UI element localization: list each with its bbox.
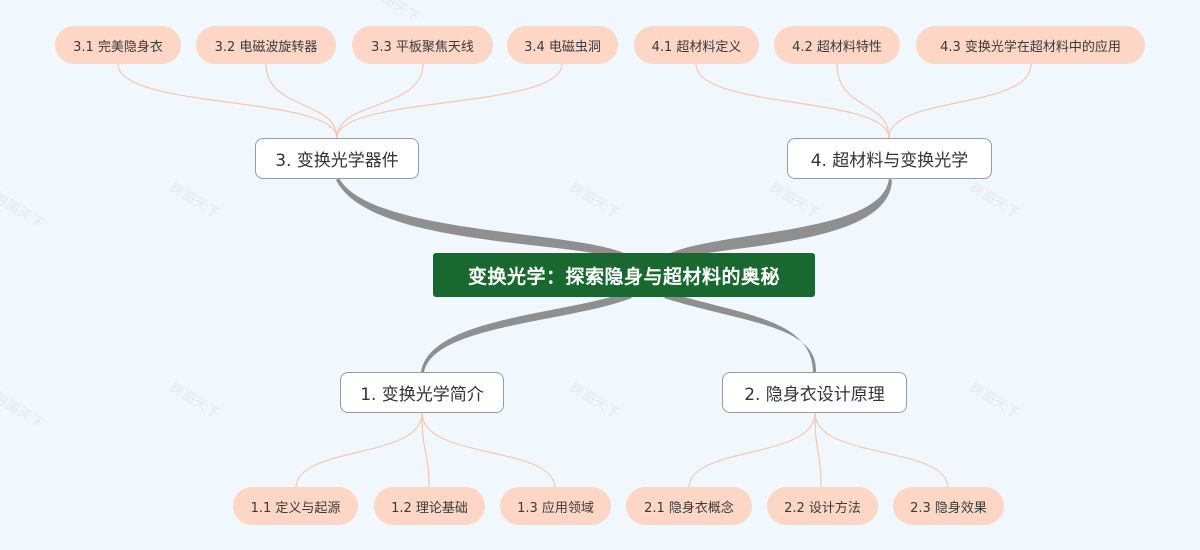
topic-branch-3[interactable]: 3. 变换光学器件 (255, 138, 419, 179)
subtopic-1-2[interactable]: 1.2 理论基础 (374, 487, 485, 525)
subtopic-3-1[interactable]: 3.1 完美隐身衣 (55, 26, 181, 64)
subtopic-1-1[interactable]: 1.1 定义与起源 (233, 487, 358, 525)
links-branch4 (695, 63, 1032, 139)
subtopic-2-2[interactable]: 2.2 设计方法 (767, 487, 878, 525)
trunk-link-branch4 (666, 178, 892, 261)
subtopic-3-3[interactable]: 3.3 平板聚焦天线 (352, 26, 493, 64)
trunk-link-branch2 (664, 292, 817, 372)
links-branch2 (688, 412, 949, 489)
subtopic-2-1[interactable]: 2.1 隐身衣概念 (626, 487, 752, 525)
subtopic-1-3[interactable]: 1.3 应用领域 (500, 487, 611, 525)
trunk-link-branch1 (421, 292, 632, 372)
topic-branch-1[interactable]: 1. 变换光学简介 (340, 372, 504, 413)
subtopic-4-3[interactable]: 4.3 变换光学在超材料中的应用 (916, 26, 1145, 64)
root-topic[interactable]: 变换光学：探索隐身与超材料的奥秘 (433, 253, 815, 297)
trunk-link-branch3 (336, 178, 628, 261)
links-branch1 (295, 412, 556, 489)
subtopic-3-4[interactable]: 3.4 电磁虫洞 (507, 26, 618, 64)
topic-branch-2[interactable]: 2. 隐身衣设计原理 (722, 372, 907, 413)
subtopic-4-2[interactable]: 4.2 超材料特性 (774, 26, 900, 64)
links-branch3 (117, 63, 563, 139)
subtopic-4-1[interactable]: 4.1 超材料定义 (634, 26, 759, 64)
topic-branch-4[interactable]: 4. 超材料与变换光学 (787, 138, 992, 179)
subtopic-3-2[interactable]: 3.2 电磁波旋转器 (196, 26, 336, 64)
subtopic-2-3[interactable]: 2.3 隐身效果 (893, 487, 1004, 525)
